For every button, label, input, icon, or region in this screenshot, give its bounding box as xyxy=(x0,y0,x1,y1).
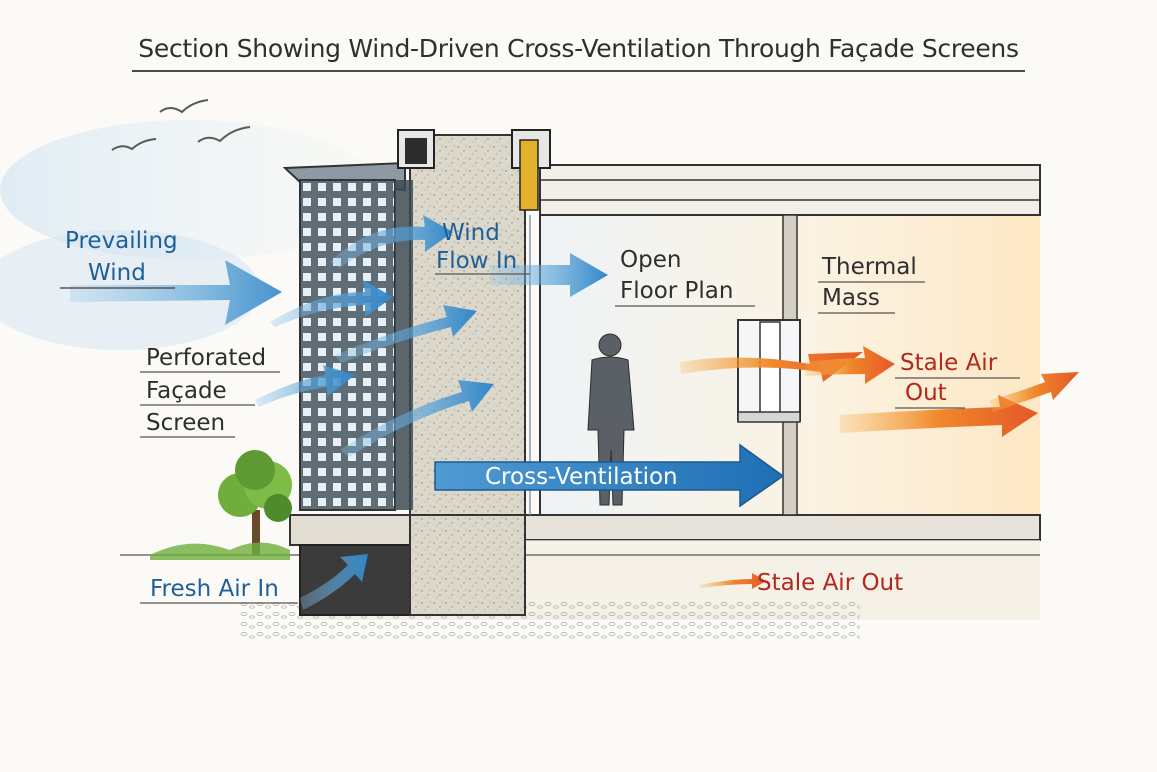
stale-air-out-label-1: Stale Air xyxy=(900,350,998,376)
prevailing-wind-label-1: Prevailing xyxy=(65,228,178,254)
cross-ventilation-label: Cross-Ventilation xyxy=(485,464,678,490)
perforated-screen-label-3: Screen xyxy=(146,410,226,436)
floor-slab xyxy=(524,514,1041,541)
stale-air-arrow-ground xyxy=(700,573,766,589)
perforated-screen-label-1: Perforated xyxy=(146,345,267,371)
wind-arrow-mid xyxy=(335,305,477,363)
tree-icon xyxy=(150,450,292,560)
thermal-mass-label-2: Mass xyxy=(822,285,880,311)
wind-arrow-bottom xyxy=(340,380,494,457)
open-floor-plan-label-1: Open xyxy=(620,247,682,273)
stale-air-arrow-2 xyxy=(805,346,895,384)
bird-icon xyxy=(111,99,251,151)
cross-ventilation-arrow xyxy=(434,443,785,508)
fresh-air-in-label: Fresh Air In xyxy=(150,576,279,602)
wind-flow-in-label-1: Wind xyxy=(442,220,500,246)
diagram-title: Section Showing Wind-Driven Cross-Ventil… xyxy=(138,34,1019,63)
stale-air-out-label-2: Out xyxy=(905,380,947,406)
wind-arrow-low xyxy=(255,365,355,407)
wind-flow-arrow xyxy=(490,253,608,297)
stale-air-arrow-3 xyxy=(840,395,1038,437)
thermal-mass-label-1: Thermal xyxy=(822,254,917,280)
title-rule xyxy=(132,70,1025,72)
stale-air-arrow-4 xyxy=(990,372,1079,412)
window-frame xyxy=(737,319,801,423)
stale-air-out-ground-label: Stale Air Out xyxy=(757,570,904,596)
wind-flow-in-label-2: Flow In xyxy=(436,248,518,274)
prevailing-wind-arrow xyxy=(70,260,282,325)
foundation xyxy=(289,514,411,546)
fresh-air-arrow xyxy=(300,554,368,610)
open-floor-plan-label-2: Floor Plan xyxy=(620,278,734,304)
roof-slab xyxy=(539,164,1041,216)
prevailing-wind-label-2: Wind xyxy=(88,260,146,286)
wind-arrow-top xyxy=(330,215,453,268)
wind-arrow-upper xyxy=(270,280,393,327)
stale-air-arrow-1 xyxy=(680,352,863,382)
perforated-screen-label-2: Façade xyxy=(146,378,227,404)
